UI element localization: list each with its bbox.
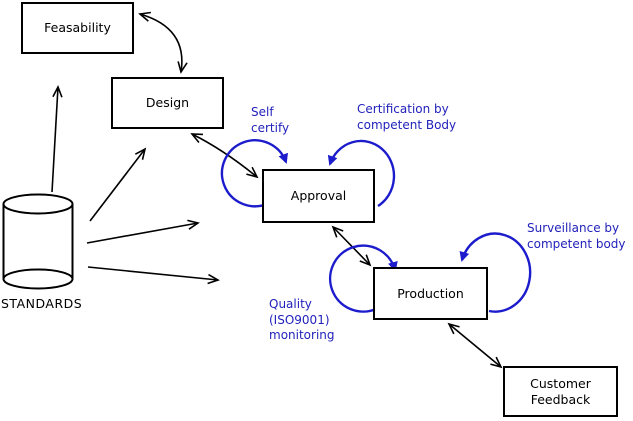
arrow-standards-to-design xyxy=(89,147,147,222)
node-customer-feedback-label-line1: Customer xyxy=(530,375,591,391)
loop-certification xyxy=(327,139,396,208)
annotation-quality-line2: (ISO9001) xyxy=(269,312,330,327)
node-design-label: Design xyxy=(145,95,190,110)
node-feasability-label: Feasability xyxy=(44,20,111,35)
arrow-approval-production xyxy=(331,225,372,267)
loop-quality-monitoring xyxy=(328,244,398,313)
annotation-surveillance-line2: competent body xyxy=(527,236,626,251)
arrow-standards-to-production xyxy=(87,266,220,285)
arrow-design-approval xyxy=(190,133,259,179)
node-approval-label: Approval xyxy=(290,188,347,203)
node-customer-feedback: Customer Feedback xyxy=(503,366,618,417)
standards-cylinder xyxy=(2,193,74,290)
annotation-quality-monitoring: Quality(ISO9001)monitoring xyxy=(269,297,335,344)
annotation-quality-line1: Quality xyxy=(269,297,312,311)
standards-label: STANDARDS xyxy=(1,296,83,311)
annotation-self-certify-line1: Self xyxy=(251,105,274,119)
annotation-certification-line2: competent Body xyxy=(357,117,457,132)
node-design: Design xyxy=(111,77,224,129)
node-production-label: Production xyxy=(397,285,464,301)
annotation-certification-line1: Certification by xyxy=(357,102,449,116)
arrow-production-customer-feedback xyxy=(447,322,503,369)
arrow-standards-to-feasability xyxy=(51,85,63,193)
node-production: Production xyxy=(373,267,488,320)
node-approval: Approval xyxy=(262,169,375,223)
annotation-surveillance-line1: Surveillance by xyxy=(527,221,620,235)
node-feasability: Feasability xyxy=(21,2,134,54)
loop-self-certify xyxy=(220,139,288,208)
node-customer-feedback-label-line2: Feedback xyxy=(530,391,591,407)
loop-surveillance xyxy=(459,232,532,313)
annotation-quality-line3: monitoring xyxy=(269,328,335,342)
arrow-standards-to-approval xyxy=(86,219,200,244)
annotation-self-certify-line2: certify xyxy=(251,120,290,135)
arrow-feasability-design xyxy=(138,11,188,74)
